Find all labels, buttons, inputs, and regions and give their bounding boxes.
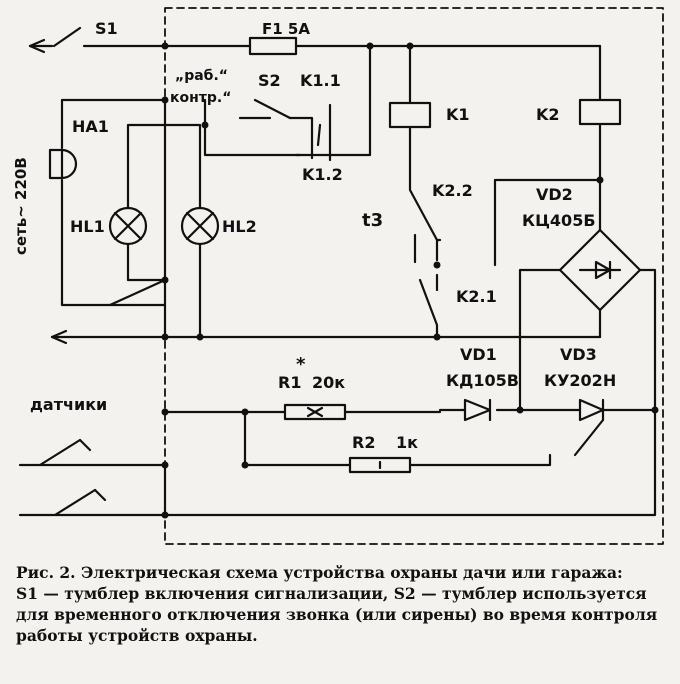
figure-caption: Рис. 2. Электрическая схема устройства о…	[16, 562, 666, 646]
label-hl2: HL2	[222, 217, 257, 236]
switch-s2	[253, 98, 292, 120]
junction-dot	[241, 408, 249, 416]
k1-contacts-wiring	[238, 44, 372, 162]
label-s2: S2	[258, 71, 281, 90]
label-hl1: HL1	[70, 217, 105, 236]
junction-dot	[406, 42, 414, 50]
label-rab: „раб.“	[175, 68, 228, 84]
mains-arrow-top	[28, 38, 46, 54]
label-r2-val: 1к	[396, 433, 418, 452]
label-k11: K1.1	[300, 71, 341, 90]
junctions	[161, 42, 659, 519]
caption-text: S1 — тумблер включения сигнализации, S2 …	[16, 584, 658, 645]
label-vd3-type: КУ202Н	[544, 371, 616, 390]
junction-dot	[516, 406, 524, 414]
label-ha1: HA1	[72, 117, 109, 136]
junction-dot	[161, 333, 169, 341]
label-r1: R1	[278, 373, 301, 392]
junction-dot	[161, 461, 169, 469]
label-k12: K1.2	[302, 165, 343, 184]
mains-arrow-bottom	[50, 329, 68, 345]
thyristor-vd3	[573, 398, 657, 457]
junction-dot	[241, 461, 249, 469]
diode-vd1	[463, 398, 492, 422]
label-vd2-type: КЦ405Б	[522, 211, 596, 230]
junction-dot	[596, 176, 604, 184]
caption-title: Рис. 2. Электрическая схема устройства о…	[16, 563, 623, 582]
junction-dot	[433, 333, 441, 341]
label-vd2: VD2	[536, 185, 573, 204]
label-vd1-type: КД105В	[446, 371, 519, 390]
label-vd3: VD3	[560, 345, 597, 364]
label-r1-val: 20к	[312, 373, 345, 392]
bridge-vd2-diode	[578, 260, 622, 280]
junction-dot	[196, 333, 204, 341]
lamp-hl1-cross	[113, 211, 143, 241]
label-kontr: контр.“	[170, 90, 231, 106]
label-f1: F1 5A	[262, 20, 310, 38]
bell-ha1	[48, 148, 78, 180]
lamp-return	[126, 243, 202, 339]
label-datchiki: датчики	[30, 395, 107, 414]
junction-dot	[433, 261, 441, 269]
relay-k1	[388, 101, 432, 129]
junction-dot	[651, 406, 659, 414]
lamp-rail	[126, 98, 302, 212]
k2-branch-wire	[493, 44, 602, 267]
label-r1-star: *	[296, 354, 306, 375]
resistor-r1-mark	[306, 406, 324, 418]
label-set: сеть~ 220В	[12, 157, 30, 255]
junction-dot	[161, 408, 169, 416]
label-s1: S1	[95, 19, 118, 38]
junction-dot	[161, 96, 169, 104]
relay-k2	[578, 98, 622, 126]
label-t3: t3	[362, 210, 383, 231]
fuse-f1	[248, 36, 298, 56]
k1-branch-wire	[408, 44, 442, 262]
sensor-contacts	[78, 438, 107, 502]
label-vd1: VD1	[460, 345, 497, 364]
bridge-vd2-wiring	[518, 178, 657, 412]
label-k22: K2.2	[432, 181, 473, 200]
junction-dot	[161, 511, 169, 519]
junction-dot	[161, 42, 169, 50]
contact-k21	[418, 273, 439, 339]
label-k21: K2.1	[456, 287, 497, 306]
sensor-wiring	[18, 408, 657, 517]
junction-dot	[366, 42, 374, 50]
label-r2: R2	[352, 433, 375, 452]
junction-dot	[201, 121, 209, 129]
lamp-hl2-cross	[185, 211, 215, 241]
label-k1: K1	[446, 105, 470, 124]
bell-return	[108, 278, 167, 307]
label-k2: K2	[536, 105, 560, 124]
mains-line-top	[28, 26, 602, 48]
junction-dot	[161, 276, 169, 284]
